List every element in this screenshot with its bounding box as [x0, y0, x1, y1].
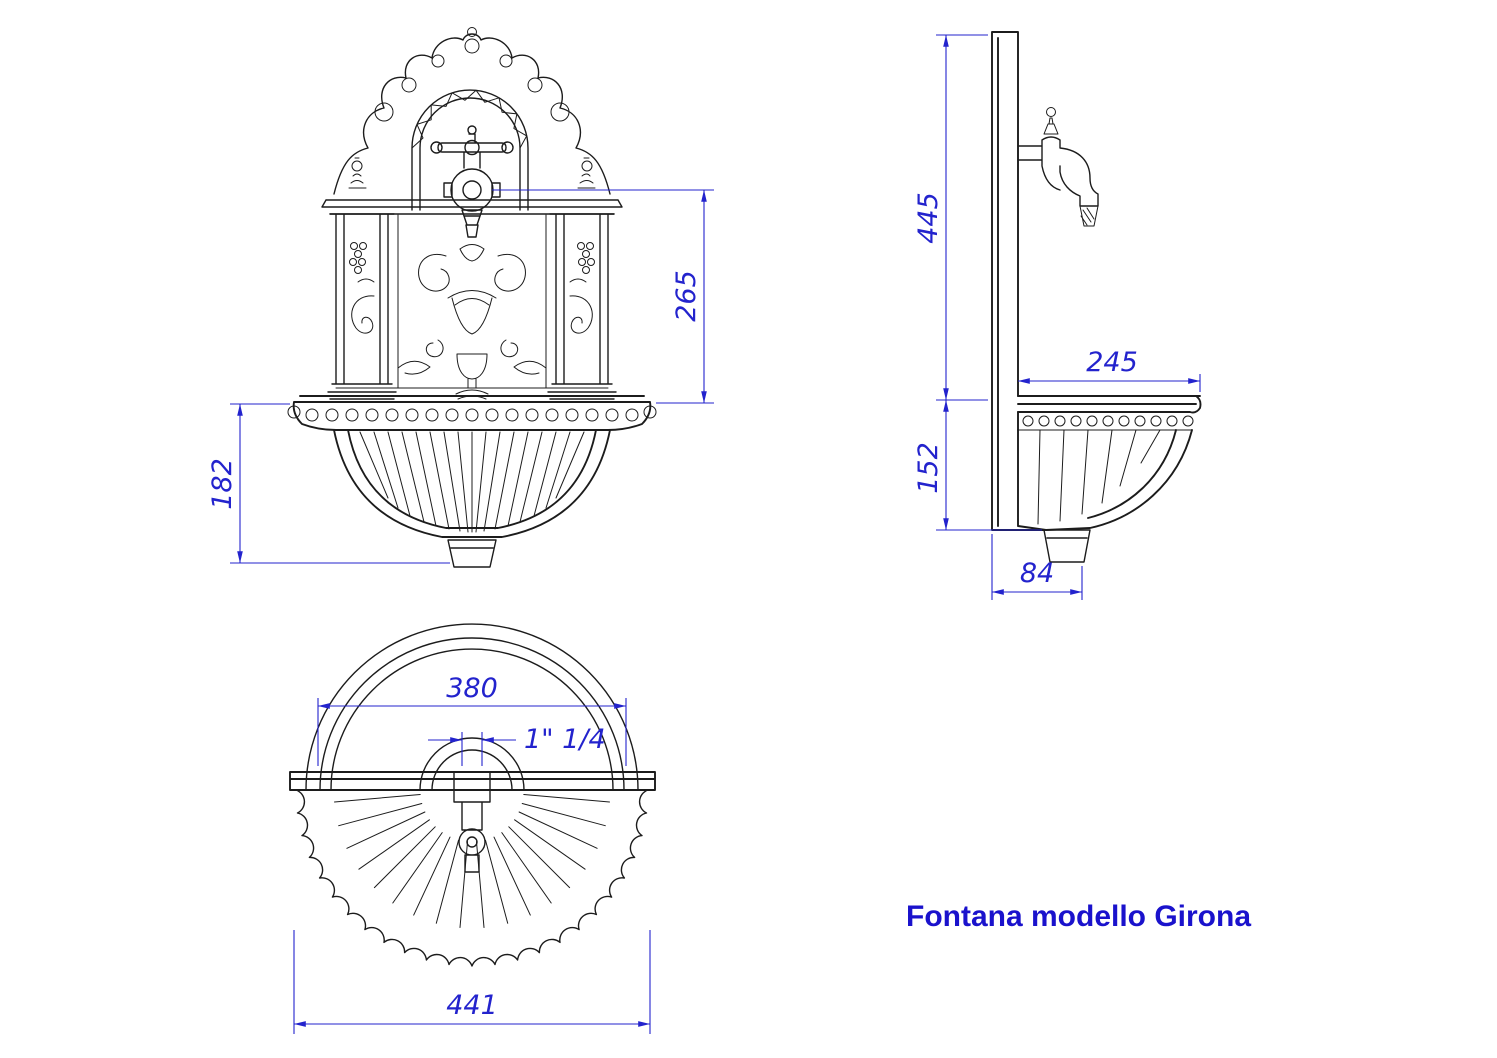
- dim-182-label: 182: [207, 458, 238, 510]
- basin-egg-dart: [305, 408, 639, 422]
- pillar-left-grapes: [349, 242, 367, 274]
- side-tap-body: [1017, 136, 1099, 207]
- side-shelf: [1017, 395, 1202, 414]
- side-basin: [1017, 395, 1202, 563]
- side-bowl-flutes: [1037, 429, 1161, 525]
- side-view: [991, 31, 1202, 563]
- dim-380-extension-lines: [317, 698, 627, 766]
- front-crest: [333, 27, 611, 195]
- pillar-left-frame: [327, 213, 397, 400]
- side-tap-nozzle: [1079, 205, 1099, 227]
- front-basin: [287, 395, 657, 568]
- arch-zigzag: [411, 89, 528, 149]
- dim-441-label: 441: [446, 990, 498, 1021]
- basin-rim-outline: [292, 395, 652, 431]
- crest-finials: [348, 157, 596, 189]
- pillar-right-vine-scroll: [569, 278, 593, 334]
- dim-152-label: 152: [913, 442, 944, 494]
- plan-rings: [305, 623, 639, 791]
- dim-pipe-extension-lines: [461, 732, 483, 766]
- dimension-265: 265: [492, 189, 714, 404]
- pillar-right-grapes: [577, 242, 595, 274]
- front-ledge: [321, 199, 623, 389]
- relief-shell: [447, 290, 497, 335]
- drain-block: [447, 539, 497, 568]
- side-tap: [1017, 107, 1099, 227]
- dimension-84: 84: [991, 534, 1083, 600]
- dim-245-label: 245: [1086, 347, 1138, 378]
- side-back-panel: [991, 31, 1045, 531]
- dim-380-label: 380: [446, 673, 498, 704]
- dim-265-label: 265: [671, 270, 702, 322]
- relief-top-scrolls: [418, 244, 526, 292]
- relief-lower-scrolls: [397, 339, 547, 375]
- plan-scalloped-rim: [295, 789, 649, 967]
- side-drain-block: [1043, 529, 1091, 563]
- front-relief: [397, 244, 547, 400]
- tap-valve-body: [443, 168, 501, 212]
- dim-182-extension-lines: [230, 403, 450, 564]
- bowl-flutes: [359, 431, 585, 533]
- plan-radial-flutes: [334, 794, 610, 928]
- side-bowl-profile: [1017, 429, 1193, 531]
- front-pillar-right: [547, 213, 617, 400]
- dimensions-plan: 380 1" 1/4 441: [293, 673, 651, 1034]
- crest-outline: [333, 33, 611, 195]
- tap-spout: [461, 209, 483, 238]
- dim-441-extension-lines: [293, 930, 651, 1034]
- crest-scroll-circles: [374, 27, 570, 122]
- dim-445-label: 445: [913, 192, 944, 244]
- front-pillar-left: [327, 213, 397, 400]
- dim-84-label: 84: [1020, 558, 1054, 589]
- dimension-152: 152: [913, 399, 1042, 531]
- dimension-380: 380: [317, 673, 627, 766]
- side-tap-handle: [1043, 107, 1059, 135]
- dimension-245: 245: [1017, 347, 1201, 392]
- dimension-445: 445: [913, 34, 988, 401]
- relief-chalice: [455, 353, 489, 400]
- drawing-title: Fontana modello Girona: [906, 900, 1251, 933]
- dim-pipe-label: 1" 1/4: [524, 724, 606, 755]
- dimension-182: 182: [207, 403, 450, 564]
- arch-rings: [411, 89, 529, 211]
- dimension-441: 441: [293, 930, 651, 1034]
- front-tap: [430, 125, 514, 238]
- plan-view: [289, 623, 656, 967]
- center-panel-edges: [335, 214, 609, 389]
- side-egg-dart: [1017, 415, 1194, 431]
- front-arch: [411, 89, 529, 211]
- dimensions-front: 265 182: [207, 189, 714, 564]
- plan-wall-bar: [289, 771, 656, 791]
- tap-handle-bar: [430, 125, 514, 169]
- dimensions-side: 445 245 152 84: [913, 34, 1201, 600]
- ledge-moulding: [321, 199, 623, 215]
- pillar-right-frame: [547, 213, 617, 400]
- basin-rim-volutes: [287, 405, 657, 419]
- dimension-pipe-thread: 1" 1/4: [428, 724, 606, 766]
- plan-tap-top: [453, 771, 491, 873]
- front-view: [287, 27, 657, 568]
- pillar-left-vine-scroll: [351, 278, 375, 334]
